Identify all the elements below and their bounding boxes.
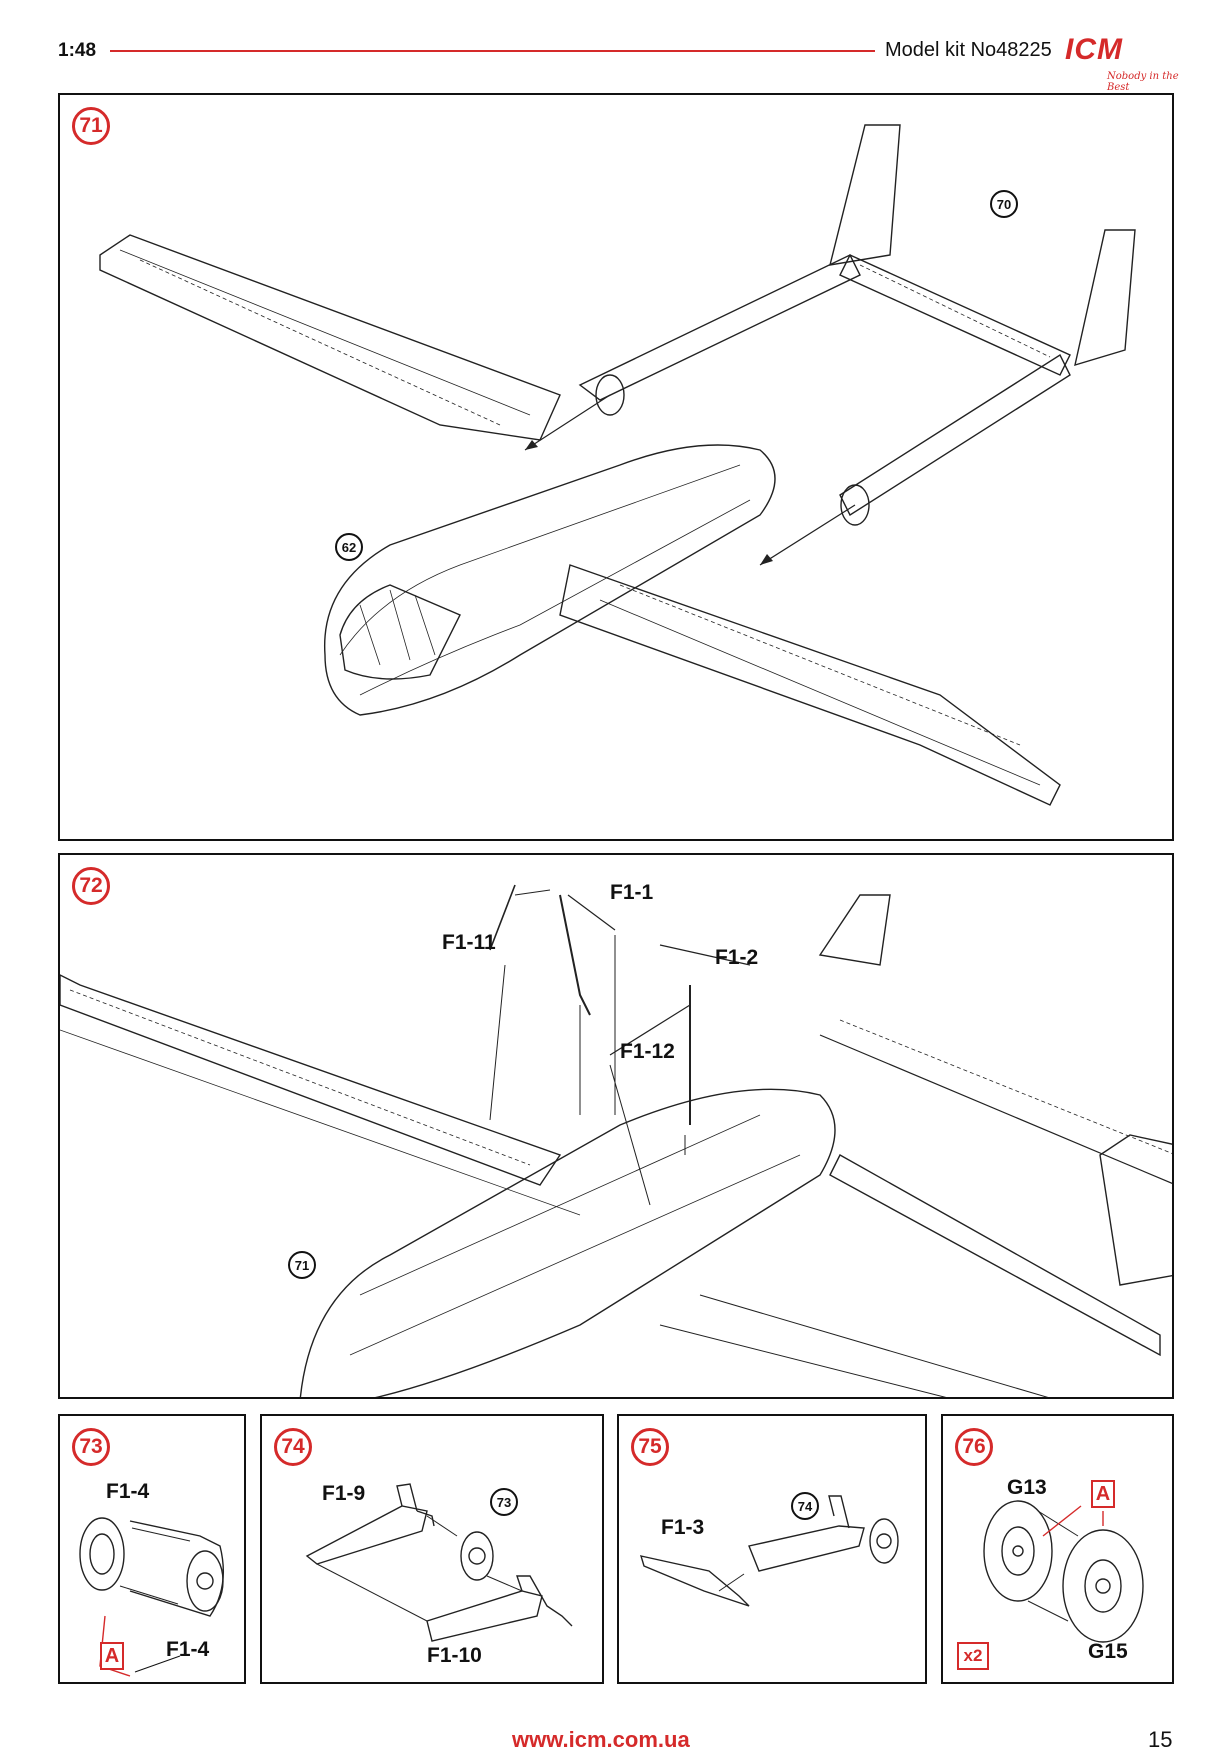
model-kit-label: Model kit No48225 xyxy=(885,39,1052,61)
step-number-72: 72 xyxy=(72,867,110,905)
ref-step-73: 73 xyxy=(490,1488,518,1516)
footer-url-link[interactable]: www.icm.com.ua xyxy=(512,1727,690,1752)
scale-label: 1:48 xyxy=(58,40,97,61)
part-f1-4-bottom: F1-4 xyxy=(166,1638,210,1661)
logo-tagline: Nobody in the Best xyxy=(1107,71,1179,93)
step-number-71: 71 xyxy=(72,107,110,145)
landing-gear-leg-drawing xyxy=(305,1483,573,1642)
marker-a: A xyxy=(1091,1480,1115,1508)
ref-step-62: 62 xyxy=(335,533,363,561)
part-g15: G15 xyxy=(1088,1640,1128,1663)
part-f1-9: F1-9 xyxy=(322,1482,366,1505)
step-number-74: 74 xyxy=(274,1428,312,1466)
wheel-assembly-drawing xyxy=(79,1517,225,1677)
logo-text: ICM xyxy=(1065,33,1123,66)
step-76-panel: 76 G13 G15 A x2 xyxy=(941,1414,1174,1684)
aircraft-detail-drawing xyxy=(60,884,1172,1397)
part-f1-4-top: F1-4 xyxy=(106,1480,150,1503)
step-74-panel: 74 F1-9 F1-10 73 xyxy=(260,1414,604,1684)
part-f1-1: F1-1 xyxy=(610,881,654,904)
icm-logo: ICM Nobody in the Best xyxy=(1065,33,1185,93)
page-number: 15 xyxy=(1148,1727,1173,1752)
step-73-panel: 73 F1-4 F1-4 A xyxy=(58,1414,246,1684)
part-g13: G13 xyxy=(1007,1476,1047,1499)
marker-a: A xyxy=(100,1642,124,1670)
quantity-multiplier: x2 xyxy=(957,1642,989,1670)
ref-step-71: 71 xyxy=(288,1251,316,1279)
header-rule xyxy=(110,50,875,52)
ref-step-74: 74 xyxy=(791,1492,819,1520)
part-f1-11: F1-11 xyxy=(442,931,496,954)
part-f1-10: F1-10 xyxy=(427,1644,482,1667)
part-f1-2: F1-2 xyxy=(715,946,759,969)
step-number-75: 75 xyxy=(631,1428,669,1466)
part-f1-3: F1-3 xyxy=(661,1516,705,1539)
aircraft-top-view-drawing xyxy=(99,124,1136,806)
part-f1-12: F1-12 xyxy=(620,1040,675,1063)
step-number-73: 73 xyxy=(72,1428,110,1466)
gear-strut-drawing xyxy=(639,1495,899,1607)
step-71-panel: 71 70 62 xyxy=(58,93,1174,841)
wheel-halves-drawing xyxy=(983,1500,1144,1643)
step-number-76: 76 xyxy=(955,1428,993,1466)
step-72-panel: 72 F1-1 F1-11 F1-2 F1-12 71 xyxy=(58,853,1174,1399)
step-75-panel: 75 F1-3 74 xyxy=(617,1414,927,1684)
ref-step-70: 70 xyxy=(990,190,1018,218)
